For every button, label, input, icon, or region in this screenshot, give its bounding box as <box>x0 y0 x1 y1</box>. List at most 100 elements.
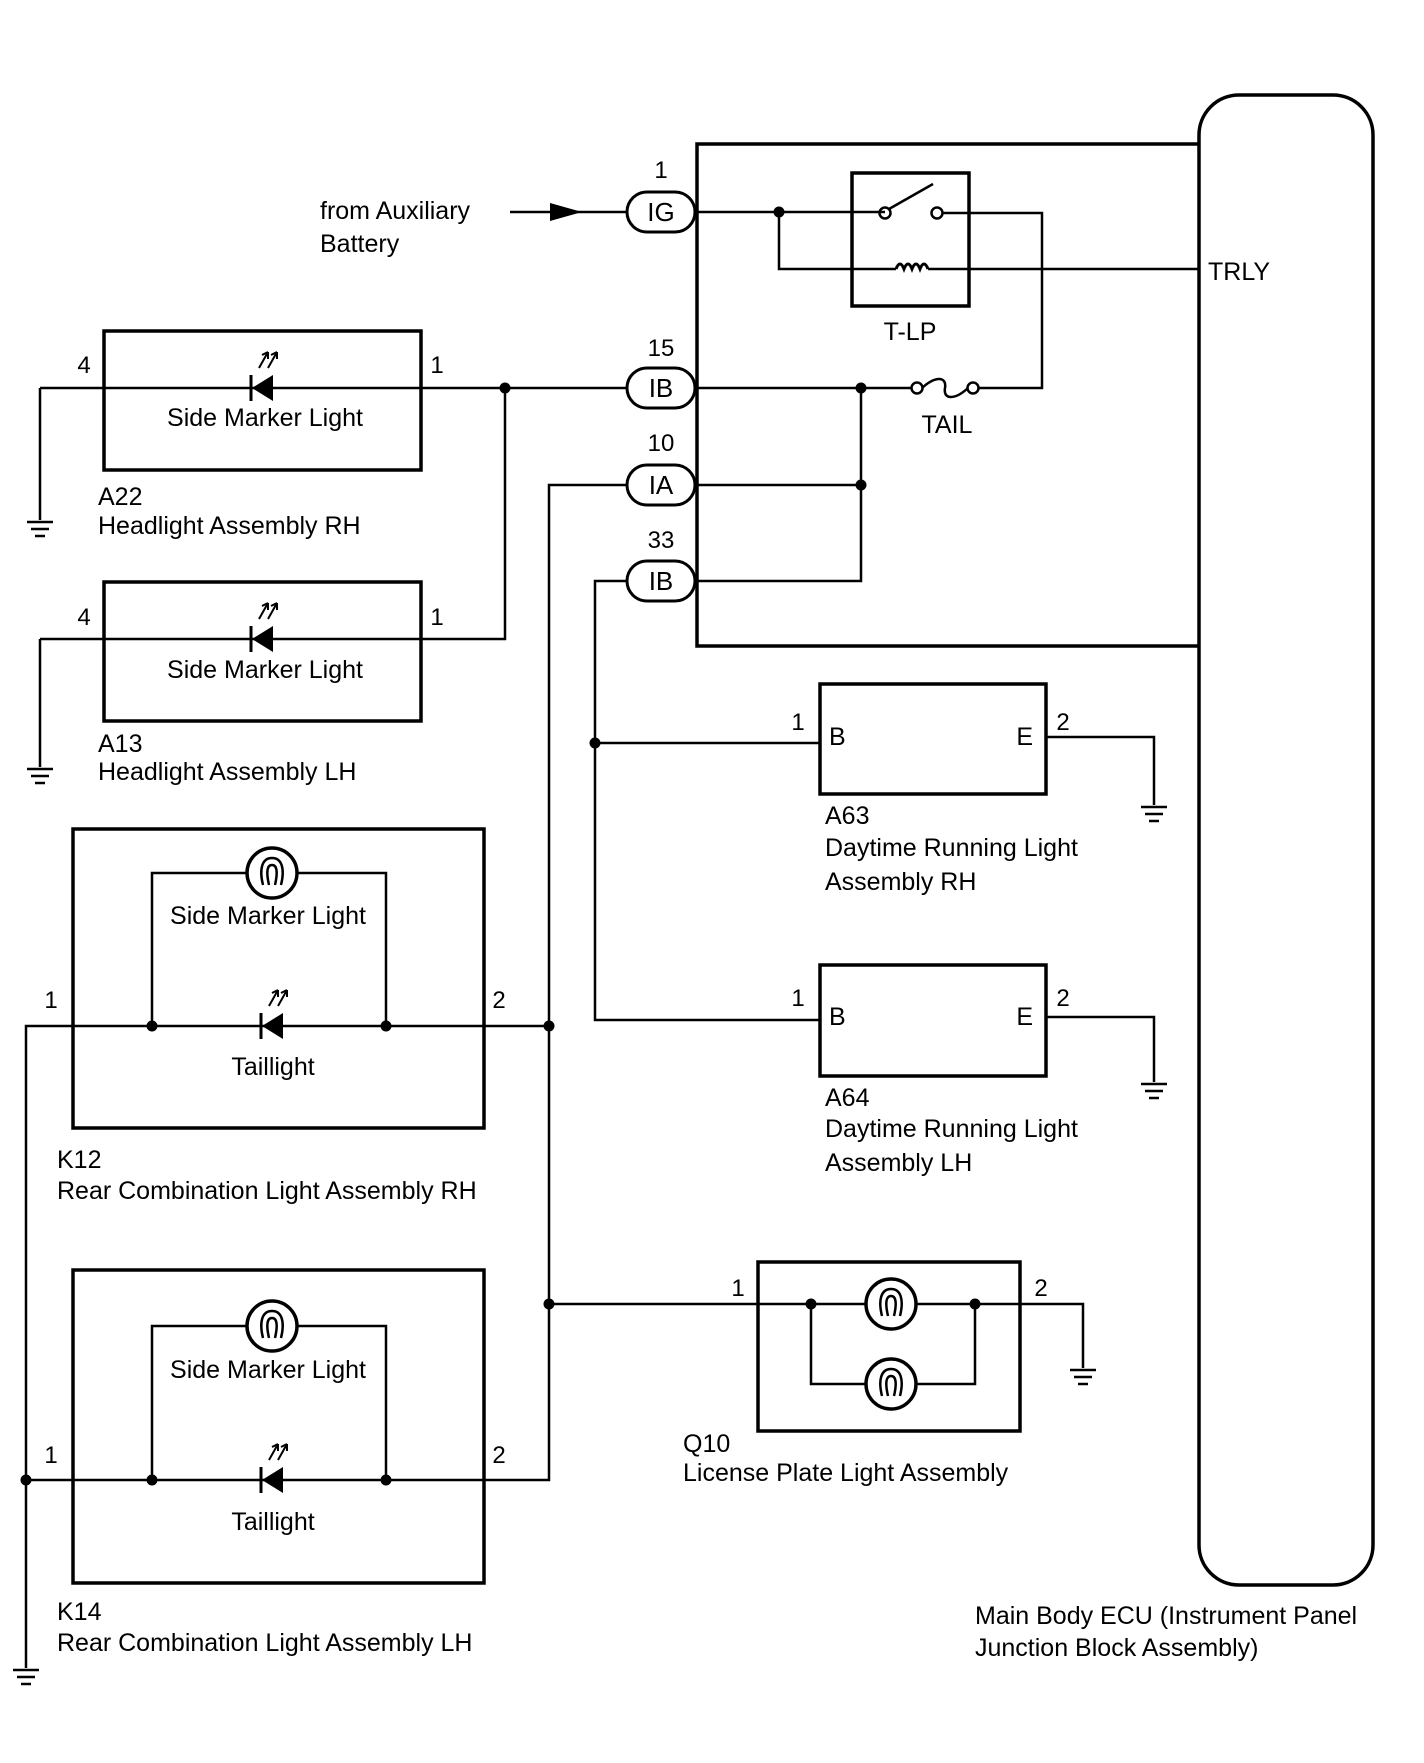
a63-term-e: E <box>1016 723 1033 751</box>
relay-box <box>850 171 971 308</box>
ecu-label-line1: Main Body ECU (Instrument Panel <box>975 1602 1357 1630</box>
q10-pin-left: 1 <box>731 1275 744 1302</box>
main-body-ecu: T-LP TAIL TRLY IG 1 IB 15 IA <box>625 93 1375 1662</box>
wire-rear-ground <box>24 1024 73 1668</box>
junction-dot <box>146 1020 158 1032</box>
terminal-name: IB <box>649 373 674 403</box>
k12-code: K12 <box>57 1146 101 1174</box>
terminal-ia-10: IA 10 <box>625 430 697 507</box>
q10-box <box>756 1260 1022 1433</box>
source-label-line2: Battery <box>320 230 400 258</box>
k12-lamp2-label: Taillight <box>231 1053 314 1081</box>
q10-pin-right: 2 <box>1034 1275 1047 1302</box>
ecu-wire-relay-to-fuse <box>942 211 1044 390</box>
junction-dot <box>773 206 785 218</box>
a22-name: Headlight Assembly RH <box>98 512 361 540</box>
q10-top-wire <box>758 1302 1085 1368</box>
ground-icon <box>25 767 55 785</box>
terminal-name: IG <box>647 197 674 227</box>
arrow-right-icon <box>550 203 582 221</box>
k14-box <box>71 1268 486 1585</box>
a13-box <box>102 580 423 723</box>
k12-name: Rear Combination Light Assembly RH <box>57 1177 477 1205</box>
wire-ia-trunk <box>484 483 627 1482</box>
bulb-icon <box>245 846 299 900</box>
a64-term-b: B <box>829 1003 846 1031</box>
terminal-ib-33: IB 33 <box>625 527 697 603</box>
a22-pin-right: 1 <box>430 352 443 379</box>
a13-code: A13 <box>98 730 142 758</box>
a63-code: A63 <box>825 802 869 830</box>
junction-dot <box>380 1020 392 1032</box>
wire-ib33-trunk <box>593 579 820 1022</box>
headlight-assembly-lh: Side Marker Light 4 1 A13 Headlight Asse… <box>25 580 444 786</box>
a13-pin-right: 1 <box>430 604 443 631</box>
daytime-running-light-lh: B E 1 2 A64 Daytime Running Light Assemb… <box>791 963 1169 1177</box>
k14-pin-left: 1 <box>44 1442 57 1469</box>
external-wiring <box>11 382 820 1686</box>
ecu-outline <box>1197 93 1375 1587</box>
k12-pin-right: 2 <box>492 987 505 1014</box>
terminal-name: IA <box>649 470 674 500</box>
a22-lamp-label: Side Marker Light <box>167 404 363 432</box>
license-plate-light-assembly: 1 2 Q10 License Plate Light Assembly <box>683 1260 1098 1487</box>
junction-dot <box>499 382 511 394</box>
a63-pin-right: 2 <box>1056 709 1069 736</box>
daytime-running-light-rh: B E 1 2 A63 Daytime Running Light Assemb… <box>791 682 1169 896</box>
relay-contact-right <box>930 206 944 220</box>
k14-lamp1-label: Side Marker Light <box>170 1356 366 1384</box>
a64-pin-right: 2 <box>1056 985 1069 1012</box>
q10-name: License Plate Light Assembly <box>683 1459 1009 1487</box>
a63-term-b: B <box>829 723 846 751</box>
a64-name-line2: Assembly LH <box>825 1149 972 1177</box>
fuse-end-right <box>966 381 980 395</box>
wire-a13-feed <box>421 388 507 641</box>
terminal-ib-15: IB 15 <box>625 335 697 410</box>
terminal-pin: 33 <box>648 527 675 554</box>
a63-name-line2: Assembly RH <box>825 868 976 896</box>
led-icon <box>259 988 289 1041</box>
led-icon <box>259 1442 289 1495</box>
headlight-assembly-rh: Side Marker Light 4 1 A22 Headlight Asse… <box>25 329 444 540</box>
ground-icon <box>1068 1368 1098 1386</box>
junction-block-outline <box>695 142 1199 648</box>
a64-pin-left: 1 <box>791 985 804 1012</box>
junction-dot <box>969 1298 981 1310</box>
bulb-icon <box>245 1299 299 1353</box>
junction-dot <box>543 1020 555 1032</box>
a22-box <box>102 329 423 472</box>
terminal-ig: IG 1 <box>625 157 697 234</box>
junction-dot <box>855 382 867 394</box>
k14-name: Rear Combination Light Assembly LH <box>57 1629 472 1657</box>
ground-icon <box>25 520 55 538</box>
junction-dot <box>805 1298 817 1310</box>
trly-label: TRLY <box>1208 258 1270 286</box>
led-icon <box>249 601 279 654</box>
auxiliary-battery-source: from Auxiliary Battery <box>320 197 627 258</box>
bulb-icon <box>864 1357 918 1411</box>
a13-pin-left: 4 <box>77 604 90 631</box>
a64-term-e: E <box>1016 1003 1033 1031</box>
ground-icon <box>11 1668 41 1686</box>
a64-name-line1: Daytime Running Light <box>825 1115 1078 1143</box>
rear-combination-light-rh: Side Marker Light Taillight 1 2 K12 Rear… <box>44 827 506 1205</box>
a63-box <box>818 682 1048 796</box>
q10-code: Q10 <box>683 1430 730 1458</box>
relay-label: T-LP <box>884 318 937 346</box>
junction-dot <box>543 1298 555 1310</box>
a22-pin-left: 4 <box>77 352 90 379</box>
terminal-pin: 1 <box>654 157 667 184</box>
junction-dot <box>589 737 601 749</box>
ground-icon <box>1139 805 1169 823</box>
k14-code: K14 <box>57 1598 102 1626</box>
a64-box <box>818 963 1048 1078</box>
led-icon <box>249 350 279 403</box>
a22-code: A22 <box>98 483 142 511</box>
ground-icon <box>1139 1082 1169 1100</box>
a64-ground-wire <box>1046 1015 1156 1082</box>
a63-pin-left: 1 <box>791 709 804 736</box>
k12-box <box>71 827 486 1130</box>
a63-ground-wire <box>1046 735 1156 805</box>
relay-switch-arm <box>888 182 934 211</box>
a64-code: A64 <box>825 1084 870 1112</box>
